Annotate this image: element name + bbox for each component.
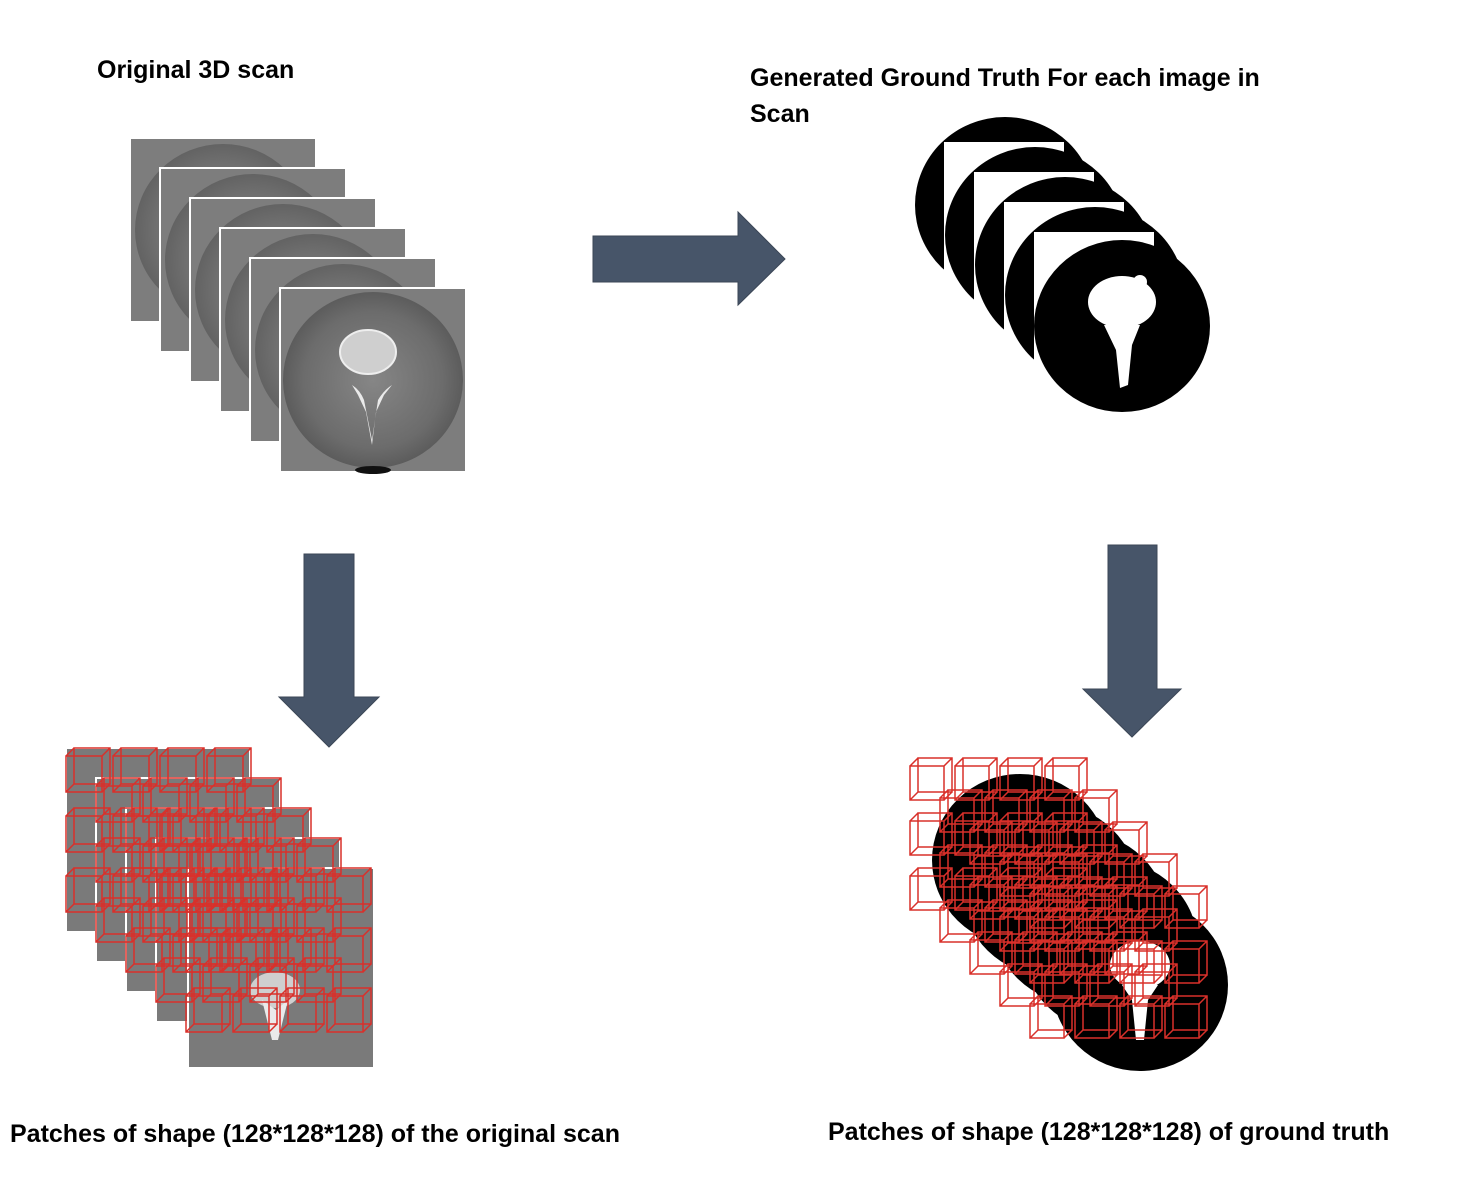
label-ground-truth: Generated Ground Truth For each image in… (750, 64, 1260, 128)
patch-cube (1134, 853, 1178, 897)
patch-cube (969, 821, 1013, 865)
arrow-right (592, 210, 786, 307)
ct-slice-front (279, 287, 467, 474)
patched-gt-stack (909, 757, 1228, 1071)
patch-cube (954, 757, 998, 801)
patch-cube (159, 747, 205, 793)
mask-slice-front (1034, 232, 1210, 412)
patch-cubes-gt (909, 757, 1208, 1039)
label-patches-gt: Patches of shape (128*128*128) of ground… (828, 1118, 1390, 1146)
patch-cube (984, 789, 1028, 833)
patch-cube (909, 757, 953, 801)
patch-cube (125, 927, 171, 973)
patch-cube (1029, 885, 1073, 929)
patch-cube (1044, 853, 1088, 897)
patch-cube (1014, 821, 1058, 865)
patch-cube (326, 987, 372, 1033)
patch-cube (65, 867, 111, 913)
patch-cube (65, 807, 111, 853)
patch-cube (249, 897, 295, 943)
patch-cube (95, 837, 141, 883)
patch-cube (1104, 821, 1148, 865)
arrow-down-left (277, 553, 381, 748)
patch-cube (125, 867, 171, 913)
patch-cube (219, 807, 265, 853)
label-original-scan: Original 3D scan (97, 56, 295, 84)
patch-cube (142, 777, 188, 823)
patch-cube (202, 837, 248, 883)
patch-cube (95, 897, 141, 943)
patch-cube (326, 927, 372, 973)
patch-cube (155, 837, 201, 883)
patch-cube (1089, 853, 1133, 897)
patch-cube (155, 897, 201, 943)
patch-cube (1029, 995, 1073, 1039)
patch-cube (232, 927, 278, 973)
patch-cube (296, 897, 342, 943)
patch-cube (232, 867, 278, 913)
patch-cube (202, 897, 248, 943)
patch-cube (1164, 885, 1208, 929)
patch-cube (1164, 940, 1208, 984)
patch-cube (1029, 940, 1073, 984)
patch-cube (279, 987, 325, 1033)
patch-cubes-scan (65, 747, 372, 1033)
patch-cube (1029, 789, 1073, 833)
patch-cube (1119, 885, 1163, 929)
patch-cube (249, 957, 295, 1003)
patch-cube (326, 867, 372, 913)
patch-cube (939, 789, 983, 833)
patch-cube (999, 853, 1043, 897)
patch-cube (95, 777, 141, 823)
patch-cube (999, 757, 1043, 801)
patch-cube (185, 987, 231, 1033)
patch-cube (249, 837, 295, 883)
patch-cube (112, 747, 158, 793)
patch-cube (279, 927, 325, 973)
patch-cube (1164, 995, 1208, 1039)
patch-cube (206, 747, 252, 793)
patch-cube (1044, 757, 1088, 801)
patch-cube (232, 987, 278, 1033)
patch-cube (1119, 940, 1163, 984)
patch-cube (279, 867, 325, 913)
patch-cube (185, 927, 231, 973)
patch-cube (1074, 940, 1118, 984)
arrow-down-right (1081, 544, 1183, 738)
patch-cube (125, 807, 171, 853)
patch-cube (189, 777, 235, 823)
patch-cube (236, 777, 282, 823)
patch-cube (1074, 885, 1118, 929)
patch-cube (202, 957, 248, 1003)
patch-cube (172, 807, 218, 853)
patch-cube (1059, 821, 1103, 865)
patch-cube (185, 867, 231, 913)
label-patches-scan: Patches of shape (128*128*128) of the or… (10, 1120, 620, 1148)
patch-cube (1119, 995, 1163, 1039)
patch-cube (296, 957, 342, 1003)
patch-cube (155, 957, 201, 1003)
patched-scan-stack (65, 747, 375, 1069)
patch-cube (266, 807, 312, 853)
patch-cube (1074, 995, 1118, 1039)
patch-cube (296, 837, 342, 883)
patch-cube (1074, 789, 1118, 833)
ground-truth-stack (915, 117, 1210, 412)
original-scan-stack (129, 137, 467, 474)
patch-cube (65, 747, 111, 793)
